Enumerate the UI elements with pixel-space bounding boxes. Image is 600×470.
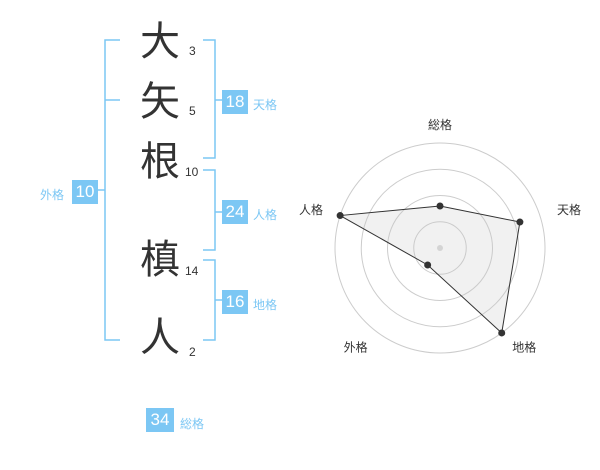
name-char-2: 矢 xyxy=(140,79,180,125)
radar-axis-label-3: 地格 xyxy=(512,340,536,355)
stroke-count-1: 3 xyxy=(189,44,196,58)
radar-point-2 xyxy=(516,218,524,226)
gaikaku-label: 外格 xyxy=(40,188,65,202)
jinkaku-bracket xyxy=(203,169,216,251)
tenkaku-value: 18 xyxy=(222,90,248,114)
stroke-count-2: 5 xyxy=(189,104,196,118)
grid-circle-2 xyxy=(387,195,493,301)
soukaku-label: 総格 xyxy=(180,417,205,431)
radar-point-4 xyxy=(424,261,432,269)
grid-circle-3 xyxy=(360,168,520,328)
grid-circle-1 xyxy=(413,221,467,275)
name-char-1: 大 xyxy=(140,19,180,65)
radar-series-polygon xyxy=(338,205,521,334)
name-char-5: 人 xyxy=(140,315,180,361)
radar-axis-label-4: 外格 xyxy=(344,340,368,355)
name-char-3: 根 xyxy=(140,139,180,185)
radar-axis-label-1: 総格 xyxy=(428,117,452,132)
radar-axis-label-5: 人格 xyxy=(299,202,323,217)
radar-point-5 xyxy=(336,212,344,220)
chikaku-value: 16 xyxy=(222,290,248,314)
grid-circle-4 xyxy=(334,142,546,354)
jinkaku-value: 24 xyxy=(222,200,248,224)
chikaku-label: 地格 xyxy=(253,298,278,312)
radar-point-1 xyxy=(436,202,444,210)
jinkaku-label: 人格 xyxy=(253,208,278,222)
gaikaku-value: 10 xyxy=(72,180,98,204)
stroke-count-5: 2 xyxy=(189,345,196,359)
radar-point-3 xyxy=(498,329,506,337)
name-char-4: 槙 xyxy=(140,237,180,283)
stroke-count-3: 10 xyxy=(185,165,199,179)
tenkaku-bracket xyxy=(203,39,216,159)
tenkaku-label: 天格 xyxy=(253,98,278,112)
radar-axis-label-2: 天格 xyxy=(557,202,581,217)
soukaku-value: 34 xyxy=(146,408,174,432)
stroke-count-4: 14 xyxy=(185,264,199,278)
center-dot xyxy=(437,245,443,251)
